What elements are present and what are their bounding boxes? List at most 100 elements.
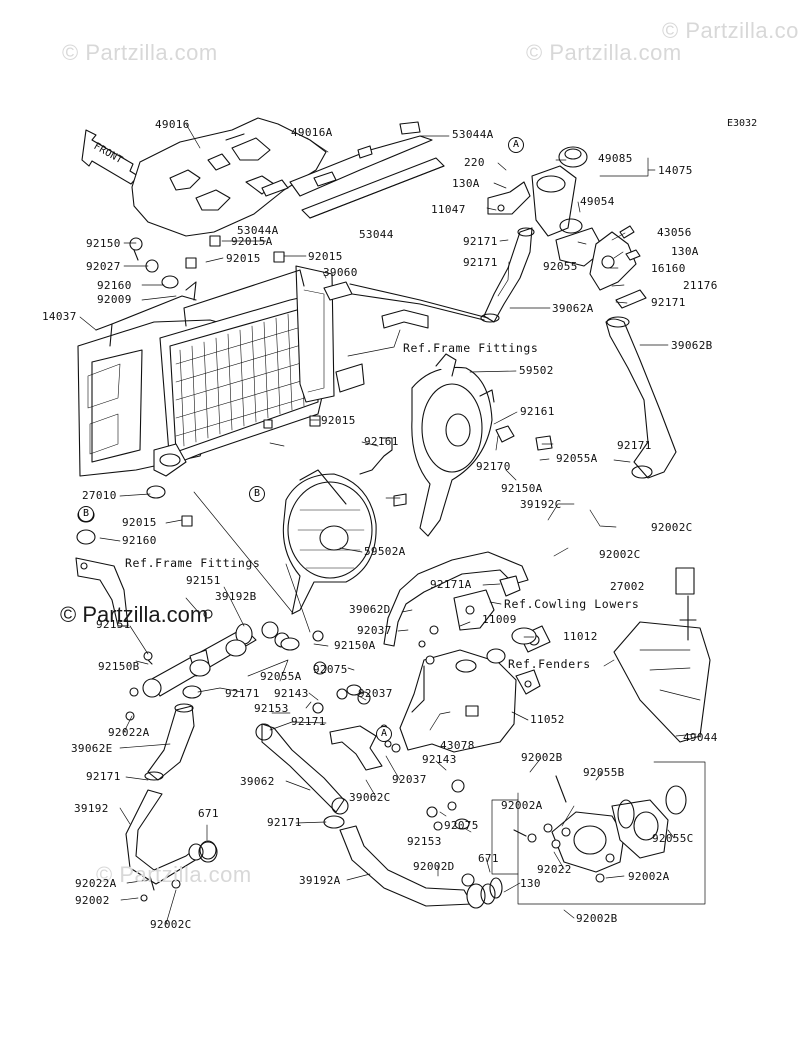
- part-label: 92037: [357, 624, 392, 637]
- part-label: 27010: [82, 489, 117, 502]
- fender-bracket: [613, 567, 711, 743]
- watermark-top-mid: © Partzilla.com: [526, 40, 682, 65]
- part-label: 92150A: [334, 639, 376, 652]
- part-label: 92143: [422, 753, 457, 766]
- part-label: 92055: [543, 260, 578, 273]
- ref-fenders: Ref.Fenders: [508, 657, 591, 671]
- marker-b-left: B: [78, 506, 94, 522]
- part-label: 92055C: [652, 832, 694, 845]
- radiator-core: [77, 265, 489, 499]
- watermark-top-right: © Partzilla.com: [662, 18, 800, 43]
- part-label: 39062B: [671, 339, 713, 352]
- part-label: 49054: [580, 195, 615, 208]
- part-label: 92171: [86, 770, 121, 783]
- seal-strips: [261, 121, 445, 219]
- small-clips: [181, 235, 321, 527]
- part-label: 92022A: [108, 726, 150, 739]
- fan-59502: [411, 353, 553, 537]
- part-label: 92171: [291, 715, 326, 728]
- part-label: 27002: [610, 580, 645, 593]
- part-label: 92055A: [260, 670, 302, 683]
- part-label: 92015: [226, 252, 261, 265]
- part-label: 53044A: [452, 128, 494, 141]
- part-label: 92151: [96, 618, 131, 631]
- part-label: 39062D: [349, 603, 391, 616]
- part-label: 92171: [463, 235, 498, 248]
- part-label: 92153: [254, 702, 289, 715]
- part-label: 49085: [598, 152, 633, 165]
- part-label: 92143: [274, 687, 309, 700]
- part-label: 92002B: [576, 912, 618, 925]
- hose-39192a: [339, 825, 496, 909]
- part-label: 11052: [530, 713, 565, 726]
- part-label: 39192B: [215, 590, 257, 603]
- part-label: 11047: [431, 203, 466, 216]
- part-label: 92161: [364, 435, 399, 448]
- part-label: 92171: [463, 256, 498, 269]
- part-label: 92002C: [150, 918, 192, 931]
- part-label: 43056: [657, 226, 692, 239]
- part-label: 14037: [42, 310, 77, 323]
- part-label: 671: [198, 807, 219, 820]
- marker-a-top: A: [508, 137, 524, 153]
- part-label: 59502: [519, 364, 554, 377]
- part-label: 92075: [313, 663, 348, 676]
- thermostat-housing: [487, 146, 647, 309]
- part-label: 92171: [617, 439, 652, 452]
- hose-39062e: [144, 703, 195, 781]
- leader-lines: [79, 123, 706, 925]
- part-label: 92055A: [556, 452, 598, 465]
- part-label: 92002C: [599, 548, 641, 561]
- part-label: 92171: [225, 687, 260, 700]
- part-label: 92055B: [583, 766, 625, 779]
- part-label: 92015A: [231, 235, 273, 248]
- part-label: 130A: [452, 177, 480, 190]
- part-label: 92002: [75, 894, 110, 907]
- watermark-top-left: © Partzilla.com: [62, 40, 218, 65]
- part-label: 39060: [323, 266, 358, 279]
- part-label: 53044A: [237, 224, 279, 237]
- mount-brackets: [129, 237, 429, 393]
- water-pump-49044: [513, 775, 687, 883]
- ref-frame-fittings-upper: Ref.Frame Fittings: [403, 341, 539, 355]
- part-label: 92160: [97, 279, 132, 292]
- part-label: 39062E: [71, 742, 113, 755]
- hose-39062: [255, 723, 349, 829]
- fan-59502a: [282, 437, 407, 615]
- bolts-center: [198, 630, 503, 899]
- part-label: 39062C: [349, 791, 391, 804]
- part-label: 49044: [683, 731, 718, 744]
- reserve-tank-43078: [399, 575, 551, 753]
- part-label: 92161: [520, 405, 555, 418]
- part-label: 92015: [122, 516, 157, 529]
- watermark-bottom-left: © Partzilla.com: [96, 862, 252, 887]
- part-label: 53044: [359, 228, 394, 241]
- ref-cowling-lowers: Ref.Cowling Lowers: [504, 597, 640, 611]
- part-label: 92022: [537, 863, 572, 876]
- part-label: 92015: [321, 414, 356, 427]
- ref-frame-fittings-lower: Ref.Frame Fittings: [125, 556, 261, 570]
- part-label: 92002C: [651, 521, 693, 534]
- part-label: 14075: [658, 164, 693, 177]
- part-label: 92171: [651, 296, 686, 309]
- part-label: 11012: [563, 630, 598, 643]
- part-label: 11009: [482, 613, 517, 626]
- hose-39062d: [383, 551, 529, 647]
- marker-a-mid: A: [376, 726, 392, 742]
- part-label: 130: [520, 877, 541, 890]
- part-label: 21176: [683, 279, 718, 292]
- part-label: 92150: [86, 237, 121, 250]
- part-label: 39192: [74, 802, 109, 815]
- part-label: 92170: [476, 460, 511, 473]
- diagram-code: E3032: [727, 118, 758, 129]
- part-label: 92027: [86, 260, 121, 273]
- part-label: 92002A: [501, 799, 543, 812]
- radiator-cover-49016: [131, 117, 327, 237]
- hose-39062c: [329, 691, 401, 771]
- part-label: 43078: [440, 739, 475, 752]
- part-label: 92002B: [521, 751, 563, 764]
- part-label: 92160: [122, 534, 157, 547]
- part-label: 92009: [97, 293, 132, 306]
- part-label: 92151: [186, 574, 221, 587]
